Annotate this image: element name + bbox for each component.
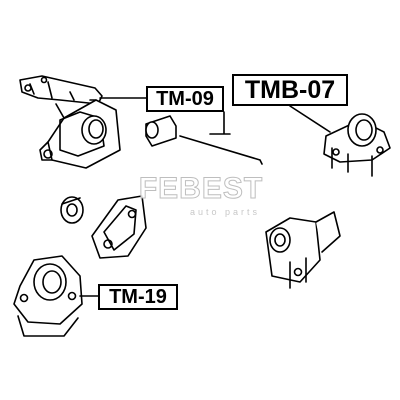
bushing-drawing-middle — [60, 196, 84, 224]
watermark-brand: FEBEST — [138, 172, 264, 206]
part-label-tmb07: TMB-07 — [232, 74, 348, 106]
part-label-tm09: TM-09 — [146, 86, 224, 112]
bushing-drawing-top — [145, 115, 177, 147]
part-label-tm19: TM-19 — [98, 284, 178, 310]
bracket-drawing — [91, 195, 147, 259]
right-mount-drawing — [265, 211, 341, 289]
watermark-tagline: auto parts — [189, 207, 261, 217]
tmb07-mount-drawing — [323, 113, 391, 177]
leader-line-connector — [179, 135, 263, 165]
tm09-mount-drawing — [19, 75, 121, 169]
leader-line-tm09 — [99, 97, 231, 135]
tm19-mount-drawing — [13, 255, 83, 337]
leader-line-tmb07 — [289, 105, 331, 133]
